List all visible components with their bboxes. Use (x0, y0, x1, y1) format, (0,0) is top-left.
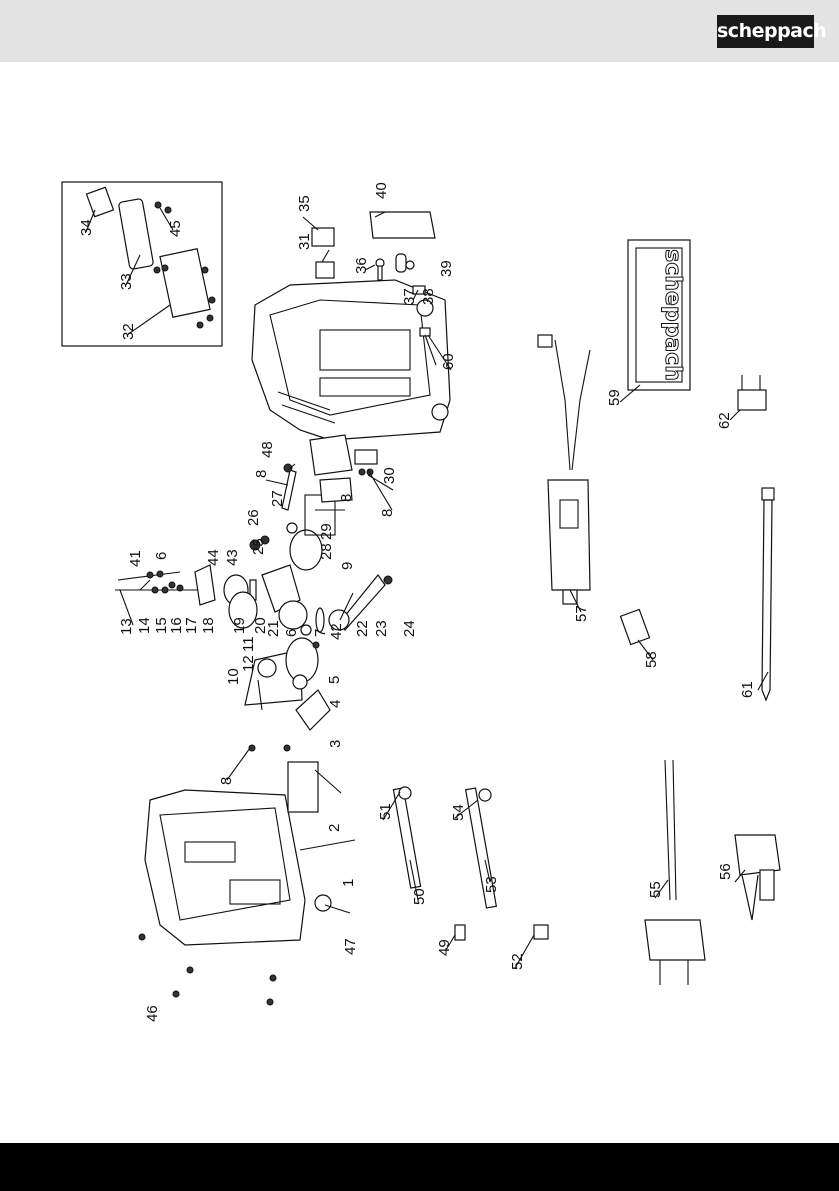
label-40: 40 (373, 182, 390, 199)
label-4: 4 (327, 700, 344, 708)
label-55: 55 (647, 881, 664, 898)
label-34: 34 (78, 219, 95, 236)
label-12: 12 (240, 655, 257, 672)
label-53: 53 (483, 876, 500, 893)
label-1: 1 (340, 879, 357, 887)
badge-text: scheppach (660, 249, 685, 381)
label-14: 14 (136, 617, 153, 634)
label-44: 44 (205, 549, 222, 566)
label-13: 13 (118, 618, 135, 635)
bolts-and-valves (115, 565, 215, 605)
label-42: 42 (328, 623, 345, 640)
label-33: 33 (118, 273, 135, 290)
label-47: 47 (342, 938, 359, 955)
label-56: 56 (717, 863, 734, 880)
label-38: 38 (420, 288, 437, 305)
cable-tie-61 (762, 488, 774, 700)
label-51: 51 (377, 803, 394, 820)
label-8b: 8 (253, 470, 270, 478)
label-54: 54 (450, 804, 467, 821)
label-61: 61 (739, 681, 756, 698)
label-28: 28 (318, 543, 335, 560)
label-37: 37 (401, 288, 418, 305)
label-43: 43 (224, 549, 241, 566)
label-2: 2 (326, 824, 343, 832)
label-26: 26 (245, 509, 262, 526)
label-39: 39 (438, 260, 455, 277)
label-6b: 6 (283, 629, 300, 637)
label-9: 9 (339, 562, 356, 570)
power-plug (645, 760, 705, 985)
label-22: 22 (354, 620, 371, 637)
label-49: 49 (436, 939, 453, 956)
label-29: 29 (318, 523, 335, 540)
label-7: 7 (312, 629, 329, 637)
label-36: 36 (353, 257, 370, 274)
label-45: 45 (167, 220, 184, 237)
label-3: 3 (327, 740, 344, 748)
valve-adapter (735, 835, 780, 920)
label-8a: 8 (218, 777, 235, 785)
label-46: 46 (144, 1005, 161, 1022)
label-50: 50 (411, 888, 428, 905)
label-27: 27 (269, 490, 286, 507)
label-6a: 6 (153, 552, 170, 560)
label-62: 62 (716, 412, 733, 429)
label-21: 21 (265, 620, 282, 637)
label-25: 25 (250, 538, 267, 555)
label-57: 57 (573, 605, 590, 622)
adapter-58 (620, 609, 649, 644)
label-48: 48 (259, 441, 276, 458)
label-24: 24 (401, 620, 418, 637)
label-32: 32 (120, 323, 137, 340)
label-8c: 8 (338, 494, 355, 502)
car-plug-cable (538, 335, 590, 604)
label-18: 18 (200, 617, 217, 634)
screws-46 (139, 934, 276, 1005)
label-11: 11 (240, 636, 257, 652)
label-8d: 8 (379, 509, 396, 517)
label-30: 30 (381, 467, 398, 484)
hoses (393, 787, 548, 940)
lower-housing (145, 762, 331, 945)
label-58: 58 (643, 651, 660, 668)
label-31: 31 (296, 233, 313, 250)
inset-parts (86, 187, 215, 328)
label-60: 60 (440, 353, 457, 370)
label-41: 41 (127, 550, 144, 567)
label-52: 52 (509, 953, 526, 970)
label-59: 59 (606, 389, 623, 406)
logo-badge-59: scheppach (628, 240, 690, 390)
label-5: 5 (326, 676, 343, 684)
label-35: 35 (296, 195, 313, 212)
part-62 (738, 375, 766, 410)
label-17: 17 (183, 617, 200, 634)
label-23: 23 (373, 620, 390, 637)
label-19: 19 (231, 617, 248, 634)
